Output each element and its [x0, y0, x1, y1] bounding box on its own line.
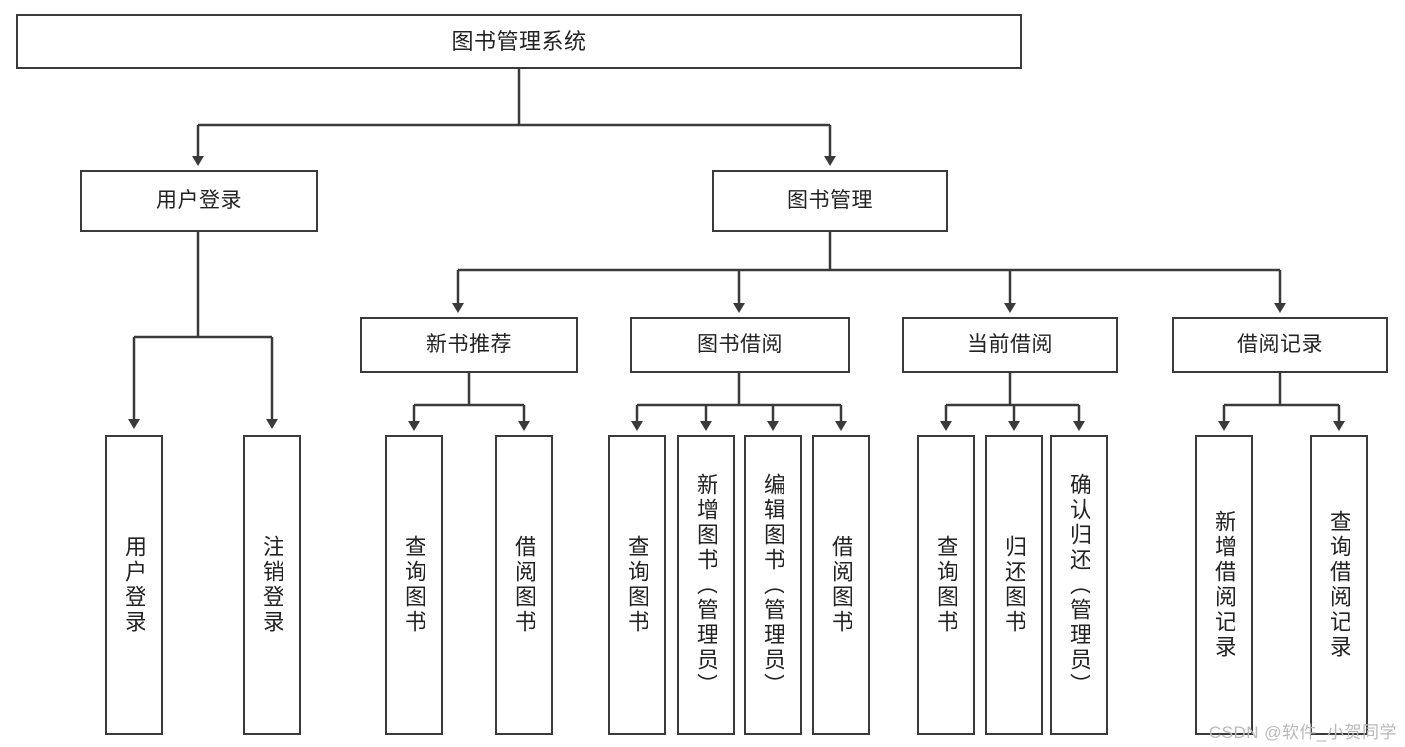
node-label: 图书管理	[787, 188, 873, 212]
node-label: 图书管理系统	[451, 28, 587, 54]
node-label: 确认归还（管理员）	[1068, 472, 1090, 698]
leaf-query-book-borrow[interactable]: 查询图书	[608, 435, 666, 735]
node-label: 用户登录	[156, 188, 242, 212]
node-label: 用户登录	[123, 535, 145, 635]
node-label: 编辑图书（管理员）	[762, 472, 784, 698]
leaf-edit-book-admin[interactable]: 编辑图书（管理员）	[744, 435, 802, 735]
node-label: 借阅记录	[1237, 332, 1323, 356]
leaf-borrow-book[interactable]: 借阅图书	[812, 435, 870, 735]
node-root-book-management-system[interactable]: 图书管理系统	[16, 14, 1022, 69]
leaf-query-borrow-record[interactable]: 查询借阅记录	[1310, 435, 1368, 735]
node-label: 查询图书	[626, 535, 648, 635]
node-book-management[interactable]: 图书管理	[712, 170, 948, 232]
node-new-book-recommendation[interactable]: 新书推荐	[360, 317, 578, 373]
node-label: 当前借阅	[967, 332, 1053, 356]
leaf-borrow-book-new-rec[interactable]: 借阅图书	[495, 435, 553, 735]
node-label: 借阅图书	[513, 535, 535, 635]
node-label: 新增借阅记录	[1213, 510, 1235, 660]
node-current-borrow[interactable]: 当前借阅	[902, 317, 1118, 373]
node-label: 查询图书	[935, 535, 957, 635]
node-label: 借阅图书	[830, 535, 852, 635]
node-label: 归还图书	[1003, 535, 1025, 635]
node-user-login[interactable]: 用户登录	[80, 170, 318, 232]
node-book-borrow[interactable]: 图书借阅	[630, 317, 850, 373]
leaf-query-book-current[interactable]: 查询图书	[917, 435, 975, 735]
leaf-return-book[interactable]: 归还图书	[985, 435, 1043, 735]
node-label: 注销登录	[261, 535, 283, 635]
leaf-query-book-new-rec[interactable]: 查询图书	[385, 435, 443, 735]
leaf-user-login[interactable]: 用户登录	[105, 435, 163, 735]
leaf-confirm-return-admin[interactable]: 确认归还（管理员）	[1050, 435, 1108, 735]
leaf-add-book-admin[interactable]: 新增图书（管理员）	[677, 435, 735, 735]
node-label: 新书推荐	[426, 332, 512, 356]
node-label: 图书借阅	[697, 332, 783, 356]
watermark-text: CSDN @软件_小贺同学	[1208, 723, 1397, 742]
node-label: 新增图书（管理员）	[695, 472, 717, 698]
leaf-logout-login[interactable]: 注销登录	[243, 435, 301, 735]
leaf-add-borrow-record[interactable]: 新增借阅记录	[1195, 435, 1253, 735]
node-label: 查询借阅记录	[1328, 510, 1350, 660]
node-borrow-record[interactable]: 借阅记录	[1172, 317, 1388, 373]
node-label: 查询图书	[403, 535, 425, 635]
